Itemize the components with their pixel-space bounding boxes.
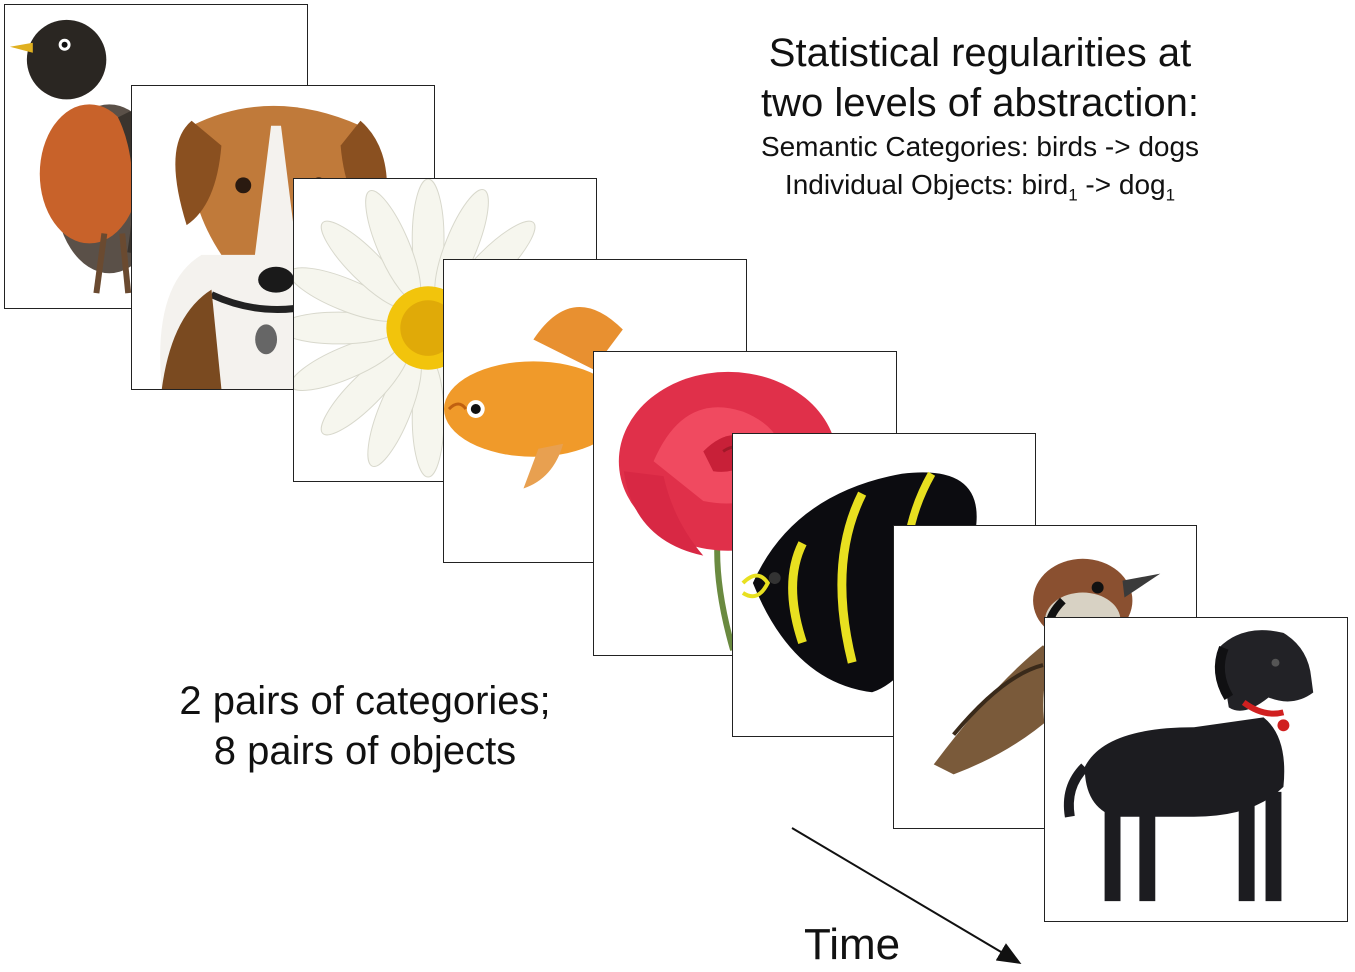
semantic-categories-text: Semantic Categories: birds -> dogs [760, 131, 1200, 162]
summary-text: 2 pairs of categories; 8 pairs of object… [120, 676, 610, 776]
summary-line-2: 8 pairs of objects [213, 729, 517, 773]
diagram-heading: Statistical regularities at two levels o… [700, 28, 1260, 215]
heading-line-1: Statistical regularities at [768, 31, 1192, 75]
time-label: Time [804, 920, 901, 969]
labrador-image [1063, 630, 1314, 902]
individual-objects-text: Individual Objects: bird1 -> dog1 [700, 166, 1260, 215]
bird-subscript: 1 [1068, 185, 1078, 205]
individual-objects-mid: -> dog [1077, 169, 1166, 200]
card-black-labrador [1044, 617, 1348, 922]
dog-subscript: 1 [1165, 185, 1176, 205]
summary-line-1: 2 pairs of categories; [179, 679, 551, 723]
heading-line-2: two levels of abstraction: [761, 81, 1199, 125]
individual-objects-prefix: Individual Objects: bird [784, 169, 1069, 200]
